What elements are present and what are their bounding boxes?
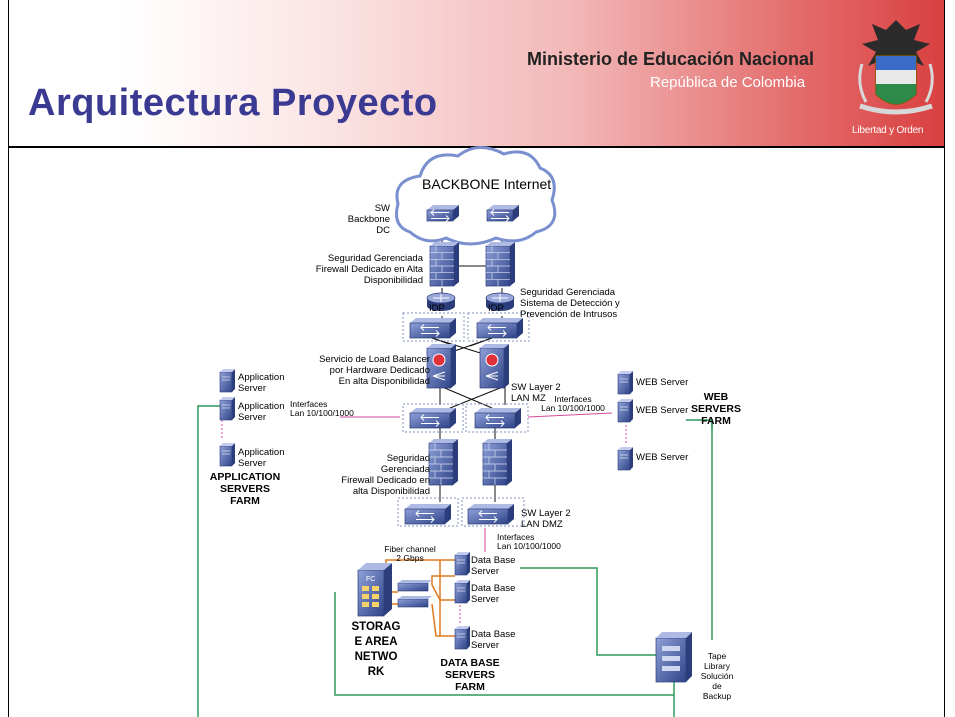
switch-icon xyxy=(426,205,459,222)
tape-library-label: Tape Library Solución de Backup xyxy=(700,651,734,701)
firewall-bottom-label: Seguridad Gerenciada Firewall Dedicado e… xyxy=(341,453,430,497)
ids-label: Seguridad Gerenciada Sistema de Detecció… xyxy=(520,287,620,320)
switch-icon xyxy=(409,318,456,339)
dotted-groups xyxy=(397,312,530,527)
switch-icon xyxy=(409,408,456,429)
server-icon xyxy=(219,397,235,421)
server-icon xyxy=(454,552,470,576)
dotted-group-box xyxy=(465,403,529,433)
db-farm-label: DATA BASE SERVERS FARM xyxy=(440,657,500,693)
slide-border-left xyxy=(8,0,9,717)
pink-link xyxy=(527,412,613,418)
db-server-3-label: Data Base Server xyxy=(471,629,516,651)
tape-library-icon xyxy=(655,632,692,683)
load-balancer-icon xyxy=(426,344,456,389)
load-balancer-label: Servicio de Load Balancer por Hardware D… xyxy=(319,354,430,387)
app-server-2-label: Application Server xyxy=(238,401,285,423)
idp-left-label: IDP xyxy=(429,303,445,314)
server-icon xyxy=(617,371,633,395)
web-server-1-label: WEB Server xyxy=(636,377,689,388)
dotted-group-box xyxy=(402,312,465,342)
dotted-group-box xyxy=(461,497,525,527)
motto: Libertad y Orden xyxy=(852,125,924,136)
server-icon xyxy=(617,399,633,423)
fiber-channel-label: Fiber channel 2 Gbps xyxy=(384,544,436,563)
firewall-icon xyxy=(429,242,459,287)
dotted-group-box xyxy=(397,497,459,527)
app-server-3-label: Application Server xyxy=(238,447,285,469)
interfaces-right-label: Interfaces Lan 10/100/1000 xyxy=(541,394,605,413)
firewall-icon xyxy=(482,439,512,486)
router-icon xyxy=(485,292,515,311)
green-link xyxy=(197,405,222,717)
fiber-switch-icon xyxy=(397,596,432,608)
devices: FC xyxy=(219,146,692,683)
sw-layer2-mz-label: SW Layer 2 LAN MZ xyxy=(511,382,561,404)
ministry-name: Ministerio de Educación Nacional xyxy=(527,49,815,69)
web-farm-label: WEB SERVERS FARM xyxy=(691,391,741,427)
interfaces-dmz-label: Interfaces Lan 10/100/1000 xyxy=(497,532,561,551)
header-banner xyxy=(9,0,944,146)
interfaces-left-label: Interfaces Lan 10/100/1000 xyxy=(290,399,354,418)
switch-icon xyxy=(474,408,521,429)
switch-icon xyxy=(467,504,514,525)
firewall-icon xyxy=(428,439,458,486)
switch-icon xyxy=(476,318,523,339)
core-link xyxy=(449,385,506,409)
app-server-1-label: Application Server xyxy=(238,372,285,394)
core-link xyxy=(439,385,493,409)
firewall-top-label: Seguridad Gerenciada Firewall Dedicado e… xyxy=(315,253,423,286)
server-icon xyxy=(454,626,470,650)
switch-icon xyxy=(486,205,519,222)
fiber-switch-icon xyxy=(397,580,432,592)
dotted-group-box xyxy=(402,403,464,433)
san-label: STORAG E AREA NETWO RK xyxy=(351,621,401,678)
application-farm-label: APPLICATION SERVERS FARM xyxy=(209,471,281,507)
sw-layer2-dmz-label: SW Layer 2 LAN DMZ xyxy=(521,508,571,530)
republic-name: República de Colombia xyxy=(650,74,806,91)
fiber-link xyxy=(431,575,455,585)
server-icon xyxy=(617,447,633,471)
server-icon xyxy=(219,369,235,393)
server-icon xyxy=(454,580,470,604)
idp-right-label: IDP xyxy=(488,303,504,314)
router-icon xyxy=(426,292,456,311)
green-link xyxy=(520,567,660,656)
page-title: Arquitectura Proyecto xyxy=(28,82,438,124)
web-server-2-label: WEB Server xyxy=(636,405,689,416)
firewall-icon xyxy=(485,242,515,287)
green-link xyxy=(334,592,674,696)
server-icon xyxy=(219,443,235,467)
fiber-link xyxy=(431,603,455,637)
fiber-link xyxy=(431,584,455,601)
web-server-3-label: WEB Server xyxy=(636,452,689,463)
sw-backbone-label: SW Backbone DC xyxy=(347,203,390,236)
db-server-1-label: Data Base Server xyxy=(471,555,516,577)
coat-of-arms-icon xyxy=(858,20,934,115)
cloud-label: BACKBONE Internet xyxy=(422,176,552,192)
cloud-icon xyxy=(395,146,557,246)
load-balancer-icon xyxy=(479,344,509,389)
dotted-group-box xyxy=(467,312,530,342)
db-server-2-label: Data Base Server xyxy=(471,583,516,605)
slide-border-right xyxy=(944,0,945,717)
storage-fc-label: FC xyxy=(366,576,375,583)
storage-icon: FC xyxy=(357,563,392,617)
switch-icon xyxy=(404,504,451,525)
